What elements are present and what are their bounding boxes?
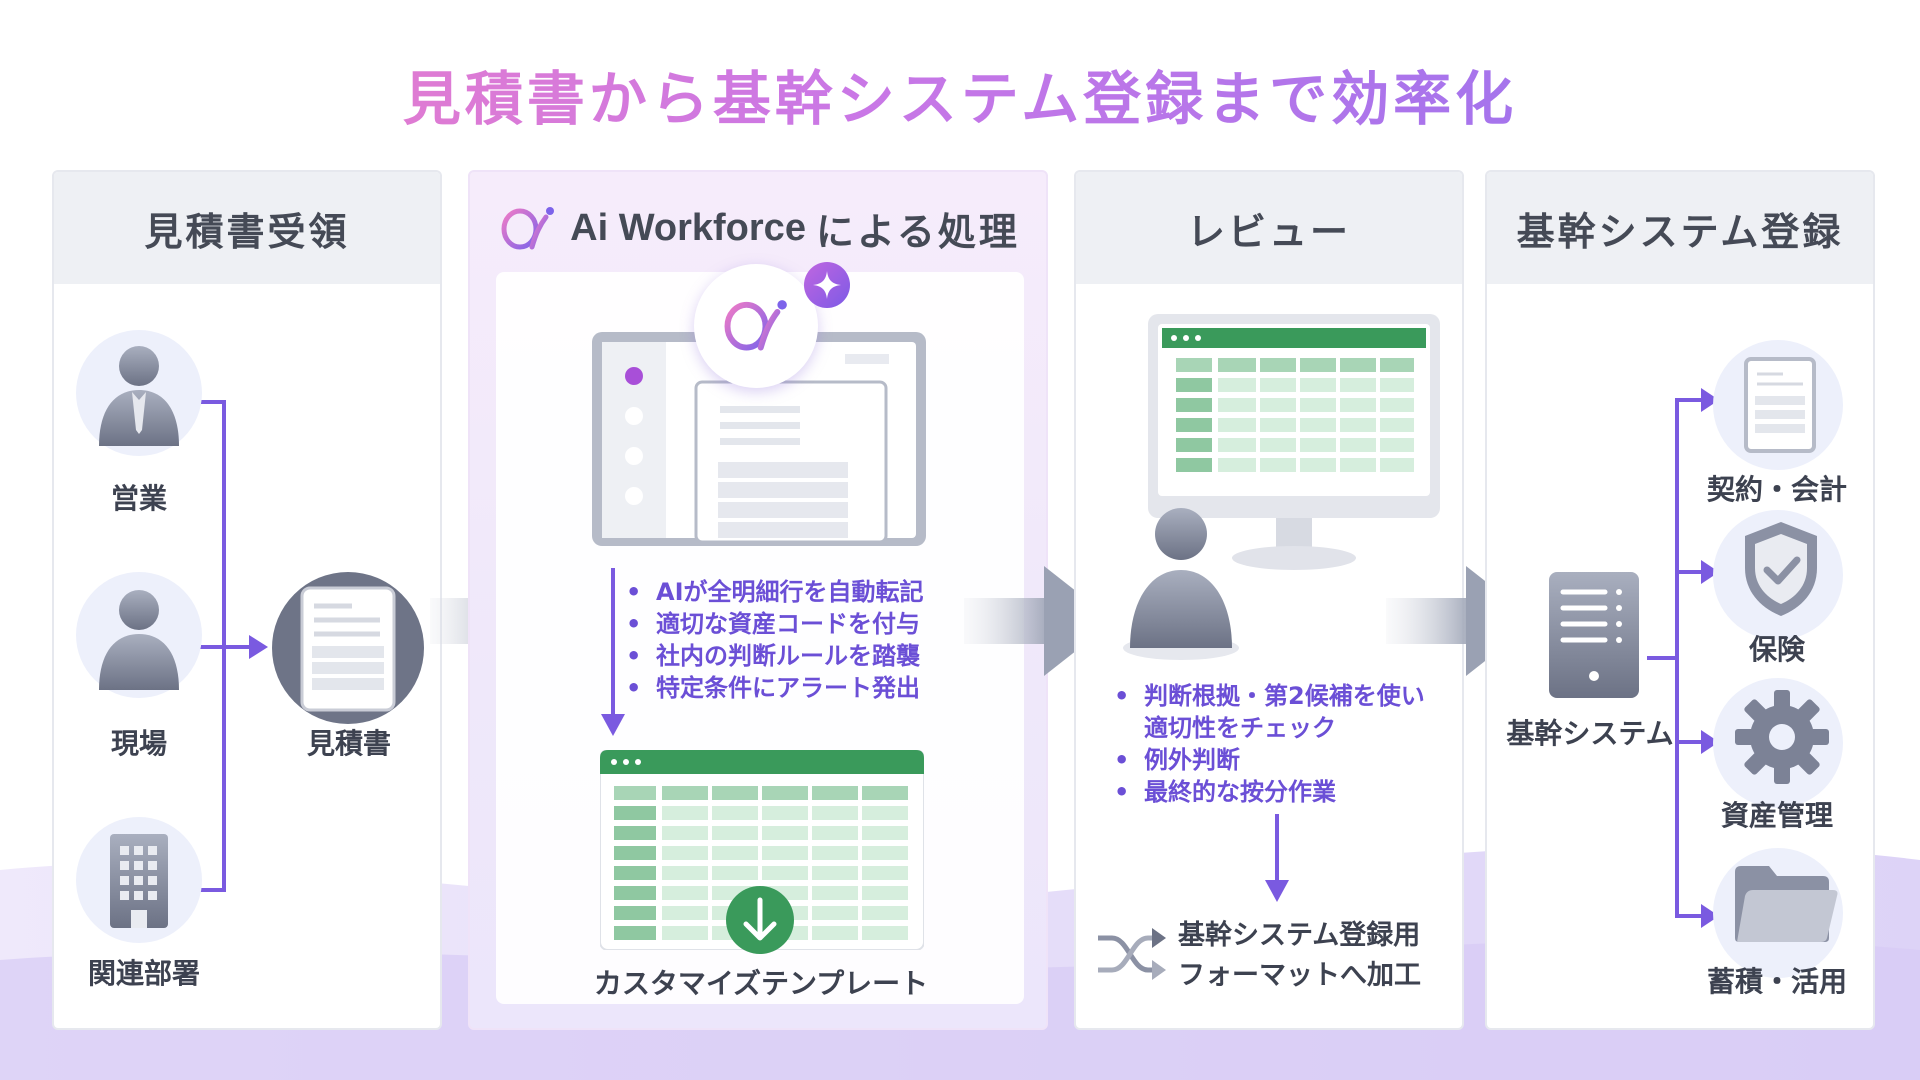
review-bullet-item: 適切性をチェック	[1144, 714, 1336, 742]
gear-icon	[1735, 690, 1829, 784]
panel-ai: Ai Workforce による処理	[468, 170, 1048, 1030]
monitor-illustration	[1148, 314, 1440, 570]
review-bullet-item: •例外判断	[1114, 746, 1240, 774]
businessperson-icon	[99, 346, 179, 446]
ai-workforce-logo-icon	[501, 207, 555, 250]
output-label-contract: 契約・会計	[1706, 473, 1847, 506]
ai-bullet-item: •社内の判断ルールを踏襲	[626, 642, 920, 670]
panel-register: 基幹システム登録 基幹システム 契約・会計 保険	[1485, 170, 1875, 1030]
convert-line-1: 基幹システム登録用	[1178, 920, 1421, 951]
source-label-dept: 関連部署	[87, 957, 200, 990]
review-bullet-item: •最終的な按分作業	[1114, 778, 1336, 806]
ai-bullet-item: •特定条件にアラート発出	[626, 674, 920, 702]
review-bullet-list: •判断根拠・第2候補を使い 適切性をチェック •例外判断 •最終的な按分作業	[1114, 680, 1425, 808]
review-bullet-item: •判断根拠・第2候補を使い	[1114, 682, 1425, 710]
panel-receive-title: 見積書受領	[54, 172, 440, 284]
process-down-arrow	[601, 568, 625, 736]
output-connector-lines	[1647, 388, 1719, 928]
output-label-storage: 蓄積・活用	[1706, 965, 1847, 998]
ai-bullet-list: •AIが全明細行を自動転記 •適切な資産コードを付与 •社内の判断ルールを踏襲 …	[626, 576, 924, 704]
ai-process-area: •AIが全明細行を自動転記 •適切な資産コードを付与 •社内の判断ルールを踏襲 …	[496, 262, 1024, 1004]
worker-icon	[99, 590, 179, 690]
ai-title-suffix: による処理	[815, 209, 1020, 254]
core-system-label: 基幹システム	[1506, 717, 1674, 750]
convert-text: 基幹システム登録用 フォーマットへ加工	[1178, 916, 1421, 996]
output-label-insurance: 保険	[1748, 633, 1805, 666]
document-icon	[1744, 357, 1816, 453]
convert-line-2: フォーマットへ加工	[1178, 960, 1421, 991]
panel-receive: 見積書受領 営業 現場 関連部署	[52, 170, 442, 1030]
source-label-sales: 営業	[110, 482, 167, 515]
building-icon	[110, 834, 168, 928]
source-label-site: 現場	[110, 727, 167, 760]
quote-doc-label: 見積書	[306, 727, 391, 760]
review-down-arrow	[1265, 814, 1289, 902]
ai-bullet-item: •AIが全明細行を自動転記	[626, 578, 924, 606]
template-label: カスタマイズテンプレート	[593, 967, 929, 1000]
quote-document-icon	[300, 586, 396, 712]
server-icon	[1549, 572, 1639, 698]
sparkle-icon	[813, 271, 841, 299]
ai-app-window-illustration	[592, 332, 926, 546]
ai-logo-bubble	[694, 264, 818, 388]
page-title: 見積書から基幹システム登録まで効率化	[0, 52, 1920, 136]
shuffle-convert-icon	[1098, 928, 1166, 980]
ai-brand-name: Ai Workforce	[570, 206, 806, 249]
panel-ai-title: Ai Workforce による処理	[470, 172, 1046, 284]
output-label-asset: 資産管理	[1720, 799, 1833, 832]
download-icon	[726, 886, 794, 954]
spreadsheet-template-illustration	[600, 750, 924, 950]
ai-logo-icon	[724, 300, 787, 351]
ai-bullet-item: •適切な資産コードを付与	[626, 610, 920, 638]
panel-register-title: 基幹システム登録	[1487, 172, 1873, 284]
panel-review-title: レビュー	[1076, 172, 1462, 284]
folder-icon	[1735, 866, 1838, 942]
reviewer-person-icon	[1123, 508, 1239, 660]
shield-check-icon	[1745, 522, 1817, 616]
